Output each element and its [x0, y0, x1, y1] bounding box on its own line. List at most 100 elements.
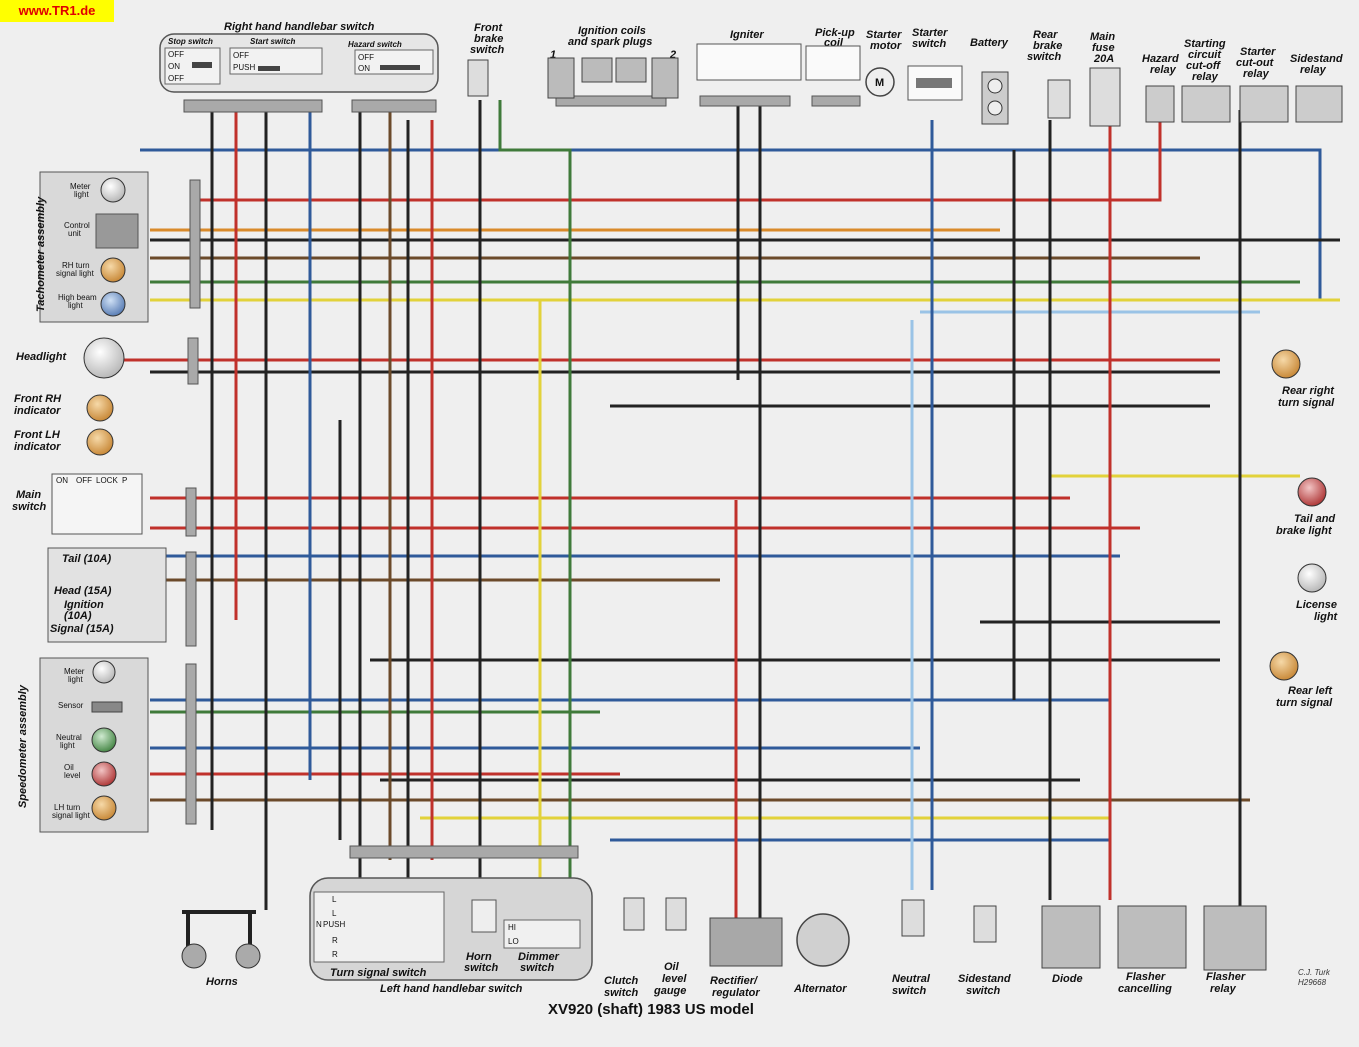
svg-text:Oil: Oil: [664, 961, 680, 973]
site-badge[interactable]: www.TR1.de: [0, 0, 114, 22]
signature-name: C.J. Turk: [1298, 968, 1331, 977]
svg-text:Battery: Battery: [970, 37, 1009, 49]
relays: Hazard relay Starting circuit cut-off re…: [1142, 38, 1343, 123]
svg-text:Starter: Starter: [866, 29, 902, 41]
svg-text:level: level: [64, 771, 81, 780]
svg-text:relay: relay: [1150, 64, 1177, 76]
svg-text:gauge: gauge: [653, 985, 686, 997]
start-state-off: OFF: [233, 51, 249, 60]
stop-contact: [192, 62, 212, 68]
svg-text:N: N: [316, 920, 322, 929]
svg-text:light: light: [1314, 611, 1339, 623]
svg-text:Neutral: Neutral: [56, 733, 82, 742]
svg-text:Front RH: Front RH: [14, 393, 62, 405]
tachometer-assembly: Tachometer assembly Meter light Control …: [35, 171, 149, 323]
fuse-box: Tail (10A) Head (15A) Ignition (10A) Sig…: [47, 547, 167, 643]
rear-right-turn-signal: Rear right turn signal: [1271, 349, 1335, 409]
signature-ref: H29668: [1298, 978, 1327, 987]
svg-text:switch: switch: [12, 501, 47, 513]
wire-layer: [110, 95, 1340, 920]
starter-switch: Starter switch: [907, 27, 963, 101]
svg-text:Tail (10A): Tail (10A): [62, 553, 111, 565]
svg-text:Flasher: Flasher: [1126, 971, 1166, 983]
svg-text:Tachometer assembly: Tachometer assembly: [35, 196, 47, 312]
battery: Battery: [970, 37, 1009, 125]
pickup-coil: Pick-up coil: [805, 27, 861, 81]
right-handlebar-switch: Right hand handlebar switch Stop switch …: [159, 21, 439, 93]
svg-text:Flasher: Flasher: [1206, 971, 1246, 983]
svg-text:ON: ON: [56, 476, 68, 485]
hazard-state-on: ON: [358, 64, 370, 73]
svg-text:Signal (15A): Signal (15A): [50, 623, 114, 635]
rear-brake-switch: Rear brake switch: [1027, 29, 1071, 119]
svg-text:Neutral: Neutral: [892, 973, 931, 985]
igniter: Igniter: [696, 29, 802, 81]
svg-text:indicator: indicator: [14, 441, 61, 453]
wire-red: [190, 120, 1162, 202]
rear-left-turn-signal: Rear left turn signal: [1269, 651, 1333, 709]
front-lh-indicator: Front LH indicator: [14, 428, 114, 456]
start-switch-label: Start switch: [250, 37, 295, 46]
svg-text:cut-off: cut-off: [1186, 60, 1221, 72]
coil-number-1: 1: [550, 49, 556, 61]
svg-text:Starter: Starter: [912, 27, 948, 39]
svg-text:motor: motor: [870, 40, 902, 52]
stop-state-off: OFF: [168, 50, 184, 59]
svg-text:switch: switch: [1027, 51, 1062, 63]
svg-text:L: L: [332, 895, 337, 904]
svg-text:PUSH: PUSH: [323, 920, 345, 929]
svg-text:Hazard: Hazard: [1142, 53, 1179, 65]
svg-text:Horns: Horns: [206, 976, 238, 988]
svg-text:Diode: Diode: [1052, 973, 1083, 985]
svg-text:light: light: [74, 190, 89, 199]
svg-text:circuit: circuit: [1188, 49, 1222, 61]
svg-text:Rear right: Rear right: [1282, 385, 1335, 397]
svg-text:switch: switch: [892, 985, 927, 997]
svg-text:Pick-up: Pick-up: [815, 27, 855, 39]
svg-text:L: L: [332, 909, 337, 918]
svg-text:Alternator: Alternator: [793, 983, 847, 995]
svg-text:Left hand handlebar switch: Left hand handlebar switch: [380, 983, 523, 995]
svg-text:regulator: regulator: [712, 987, 760, 999]
clutch-switch: Clutch switch: [604, 897, 645, 999]
svg-text:Rectifier/: Rectifier/: [710, 975, 759, 987]
svg-text:Dimmer: Dimmer: [518, 951, 560, 963]
coil-number-2: 2: [669, 49, 676, 61]
headlight: Headlight: [16, 337, 125, 379]
starter-motor: Starter motor M: [865, 29, 902, 97]
svg-text:level: level: [662, 973, 687, 985]
svg-text:light: light: [68, 301, 83, 310]
speedometer-assembly: Speedometer assembly Meter light Sensor …: [17, 657, 149, 833]
svg-text:turn signal: turn signal: [1276, 697, 1333, 709]
svg-text:Rear left: Rear left: [1288, 685, 1333, 697]
svg-text:P: P: [122, 476, 127, 485]
svg-text:brake light: brake light: [1276, 525, 1333, 537]
wire-connector: [185, 663, 197, 825]
svg-text:brake: brake: [474, 33, 503, 45]
neutral-switch: Neutral switch: [892, 899, 931, 997]
alternator: Alternator: [793, 913, 850, 995]
svg-text:Tail and: Tail and: [1294, 513, 1335, 525]
hazard-state-off: OFF: [358, 53, 374, 62]
wire-connector: [351, 99, 437, 113]
svg-text:Front LH: Front LH: [14, 429, 61, 441]
motor-symbol: M: [875, 77, 884, 89]
svg-text:Control: Control: [64, 221, 90, 230]
svg-text:signal light: signal light: [52, 811, 91, 820]
svg-text:Horn: Horn: [466, 951, 492, 963]
svg-text:OFF: OFF: [76, 476, 92, 485]
svg-text:Rear: Rear: [1033, 29, 1058, 41]
svg-text:Clutch: Clutch: [604, 975, 639, 987]
svg-text:20A: 20A: [1093, 53, 1114, 65]
wire-connector: [187, 337, 199, 385]
svg-text:switch: switch: [464, 962, 499, 974]
svg-text:Sidestand: Sidestand: [958, 973, 1011, 985]
rectifier-regulator: Rectifier/ regulator: [709, 917, 783, 999]
svg-text:LOCK: LOCK: [96, 476, 118, 485]
horns: Horns: [181, 910, 261, 988]
hazard-contact: [380, 65, 420, 70]
svg-text:Starter: Starter: [1240, 46, 1276, 58]
svg-text:relay: relay: [1300, 64, 1327, 76]
